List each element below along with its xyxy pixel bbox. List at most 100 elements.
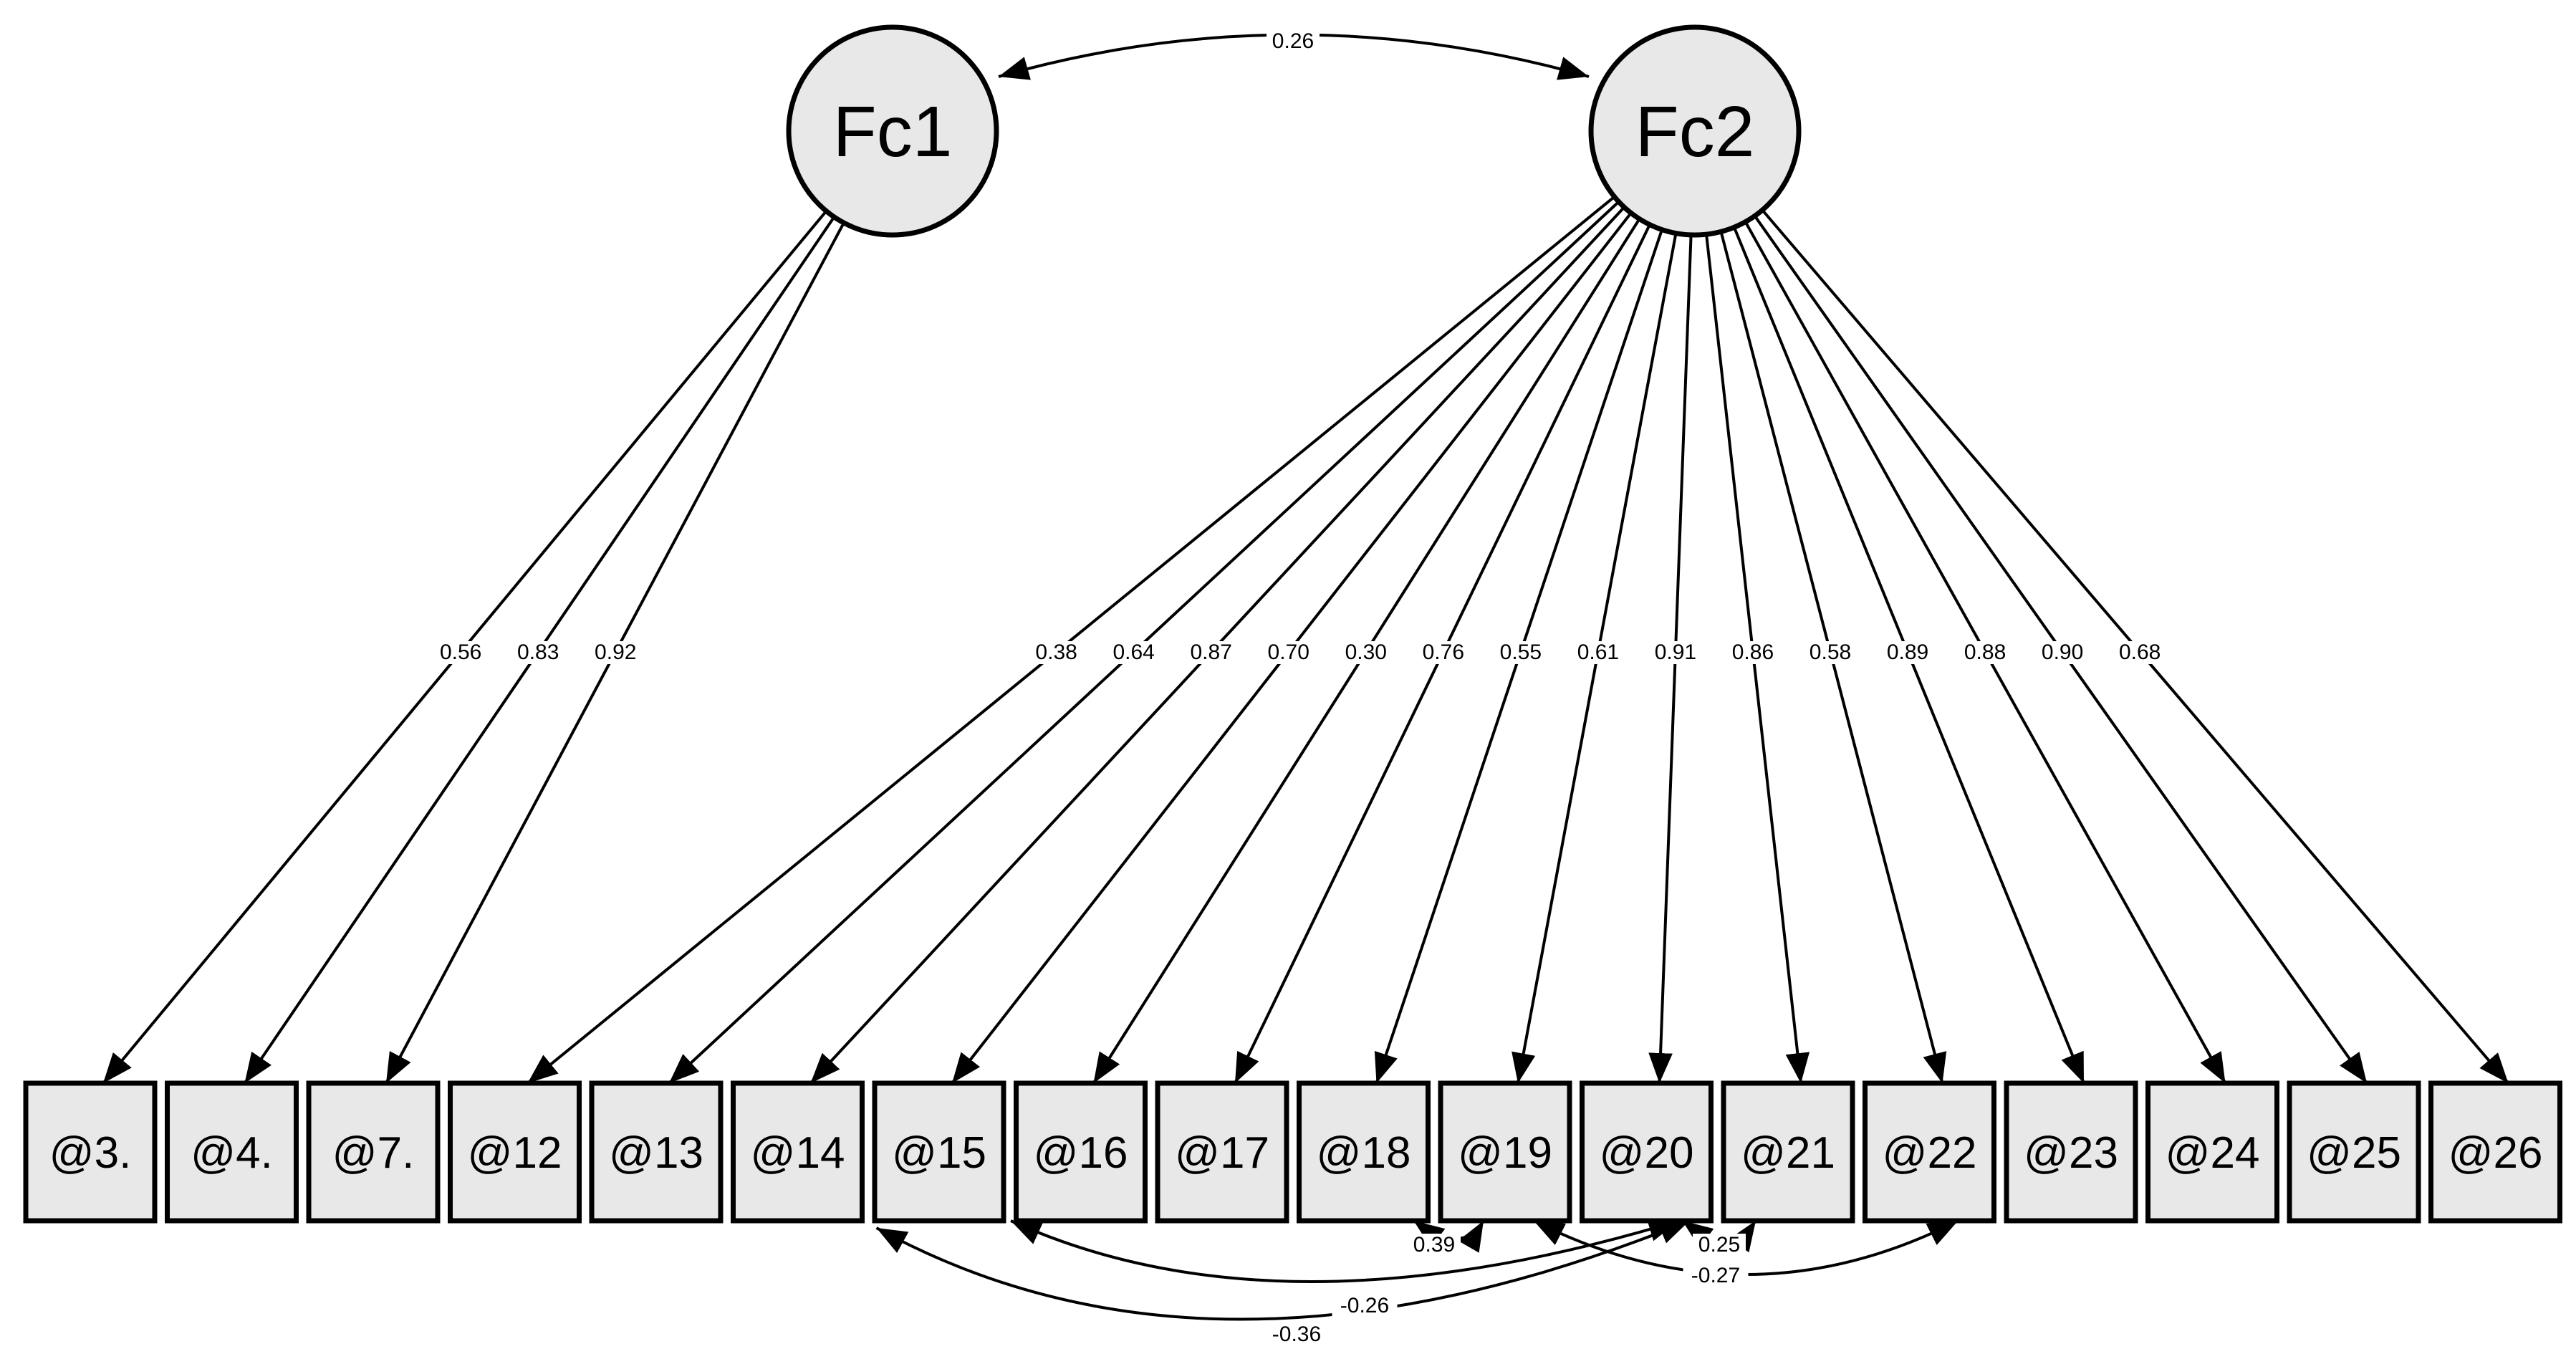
coefficient-background [1408,1234,1461,1257]
coefficient-background [1683,1264,1749,1287]
observed-node-v12: @12 [448,1080,582,1224]
observed-node-v25: @25 [2287,1080,2421,1224]
observed-node-v18: @18 [1297,1080,1431,1224]
coefficient-text: 0.26 [1272,29,1314,53]
loading-label-v4: 0.83 [511,640,565,664]
loading-label-v13: 0.64 [1107,640,1160,664]
coefficient-text: 0.58 [1810,640,1851,664]
observed-box [448,1080,582,1224]
coefficient-text: 0.92 [595,640,636,664]
observed-label: @17 [1175,1128,1269,1178]
coefficient-background [1267,30,1320,53]
latent-node-Fc1: Fc1 [786,24,999,238]
loading-label-v23: 0.89 [1881,640,1935,664]
observed-box [2428,1080,2562,1224]
observed-node-v20: @20 [1580,1080,1714,1224]
observed-box [2004,1080,2138,1224]
loading-label-v22: 0.58 [1803,640,1857,664]
observed-box [1438,1080,1572,1224]
observed-node-v4: @4. [165,1080,299,1224]
coefficient-background [1571,641,1625,664]
loading-label-v24: 0.88 [1959,640,2012,664]
observed-box [1580,1080,1714,1224]
observed-node-v23: @23 [2004,1080,2138,1224]
observed-node-v13: @13 [589,1080,724,1224]
loading-label-v18: 0.55 [1494,640,1547,664]
loading-label-v14: 0.87 [1184,640,1238,664]
coefficient-text: 0.91 [1655,640,1696,664]
residual-covariance-label-v20-v21: 0.25 [1693,1233,1746,1257]
coefficient-text: 0.90 [2042,640,2083,664]
observed-box [306,1080,441,1224]
coefficient-background [1416,641,1470,664]
observed-box [23,1080,158,1224]
residual-covariance-v14-v20 [875,1219,1691,1321]
loading-label-v7: 0.92 [589,640,643,664]
observed-label: @24 [2166,1128,2260,1178]
coefficient-text: 0.88 [1964,640,2006,664]
coefficient-text: -0.27 [1691,1264,1740,1287]
coefficient-text: 0.86 [1732,640,1774,664]
observed-label: @26 [2448,1128,2543,1178]
observed-label: @7. [332,1128,415,1178]
coefficient-text: 0.64 [1112,640,1154,664]
residual-covariance-label-v19-v22: -0.27 [1683,1264,1749,1287]
observed-box [872,1080,1006,1224]
coefficient-text: 0.87 [1190,640,1231,664]
coefficient-background [2113,641,2167,664]
loading-label-v12: 0.38 [1029,640,1083,664]
observed-node-v21: @21 [1721,1080,1855,1224]
observed-node-v3: @3. [23,1080,158,1224]
observed-node-v16: @16 [1014,1080,1148,1224]
observed-label: @12 [468,1128,562,1178]
coefficient-background [511,641,565,664]
coefficient-text: 0.25 [1698,1233,1740,1257]
latent-label: Fc2 [1635,92,1755,172]
coefficient-background [1339,641,1393,664]
observed-box [589,1080,724,1224]
coefficient-background [1107,641,1160,664]
coefficient-background [1726,641,1779,664]
loading-label-v21: 0.86 [1726,640,1779,664]
observed-label: @3. [49,1128,132,1178]
latent-circle [786,24,999,238]
observed-label: @20 [1600,1128,1694,1178]
observed-node-v17: @17 [1155,1080,1289,1224]
observed-box [1155,1080,1289,1224]
observed-label: @21 [1741,1128,1835,1178]
observed-node-v14: @14 [731,1080,865,1224]
coefficient-text: -0.26 [1340,1294,1389,1317]
residual-covariance-label-v14-v20: -0.36 [1264,1322,1330,1346]
loading-label-v3: 0.56 [434,640,488,664]
coefficient-background [1803,641,1857,664]
observed-label: @19 [1458,1128,1552,1178]
observed-label: @13 [609,1128,703,1178]
coefficient-text: 0.56 [440,640,481,664]
observed-label: @22 [1883,1128,1977,1178]
loading-label-v16: 0.30 [1339,640,1393,664]
coefficient-text: 0.61 [1577,640,1619,664]
observed-label: @18 [1317,1128,1411,1178]
residual-covariance-v15-v20 [1010,1218,1680,1283]
coefficient-text: 0.89 [1887,640,1928,664]
observed-node-v24: @24 [2145,1080,2279,1224]
coefficient-background [434,641,488,664]
observed-box [1863,1080,1996,1224]
loading-path-v12 [527,196,1615,1085]
coefficient-text: 0.39 [1413,1233,1455,1257]
coefficient-text: 0.70 [1268,640,1309,664]
coefficient-text: -0.36 [1272,1322,1321,1346]
coefficient-background [1494,641,1547,664]
loading-label-v17: 0.76 [1416,640,1470,664]
loading-label-v15: 0.70 [1261,640,1315,664]
coefficient-background [1264,1323,1330,1346]
coefficient-background [1959,641,2012,664]
residual-covariance-label-v15-v20: -0.26 [1332,1294,1398,1317]
observed-box [2145,1080,2279,1224]
coefficient-background [1648,641,1702,664]
observed-node-v7: @7. [306,1080,441,1224]
observed-box [1721,1080,1855,1224]
factor-covariance-label: 0.26 [1267,29,1320,53]
residual-covariance-label-v18-v19: 0.39 [1408,1233,1461,1257]
